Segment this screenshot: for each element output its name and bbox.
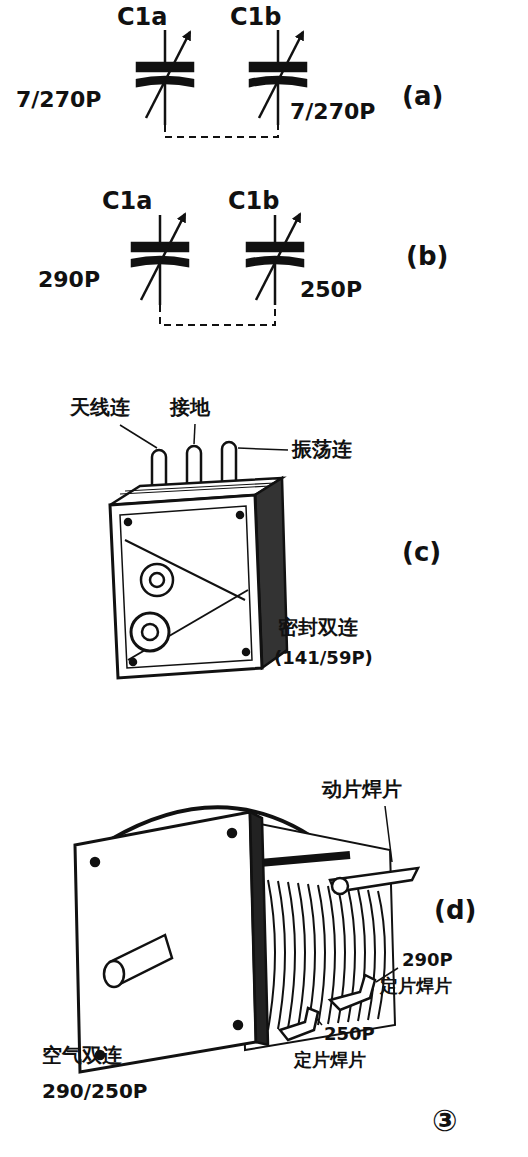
part-label: 振荡连 xyxy=(290,438,354,460)
plate-stroke xyxy=(288,882,295,1028)
plate-stroke xyxy=(298,883,305,1027)
part-label: 接地 xyxy=(168,396,212,418)
plate-stroke xyxy=(278,881,285,1029)
part-label: (d) xyxy=(432,896,478,925)
gang-link xyxy=(165,125,278,137)
part-label: 定片焊片 xyxy=(292,1050,368,1070)
variable-capacitor-symbol xyxy=(132,214,188,305)
part-label: 7/270P xyxy=(288,100,377,124)
variable-capacitor-symbol xyxy=(247,214,303,305)
plate-stroke xyxy=(268,880,275,1030)
part-label: (141/59P) xyxy=(272,648,375,668)
part-label: 定片焊片 xyxy=(378,976,454,996)
gang-link xyxy=(160,305,275,325)
part-label: C1a xyxy=(115,4,170,30)
leader-line xyxy=(238,448,288,450)
part-label: (b) xyxy=(404,242,450,271)
plate-stroke xyxy=(308,884,315,1026)
part-label: C1b xyxy=(228,4,284,30)
part-label: C1a xyxy=(100,188,155,214)
plate-stroke xyxy=(368,890,375,1020)
sealed-capacitor xyxy=(110,442,287,678)
part-label: 290P xyxy=(400,950,455,970)
leader-line xyxy=(316,1018,322,1025)
variable-capacitor-symbol xyxy=(137,30,193,125)
leader-line xyxy=(385,806,392,862)
air-capacitor xyxy=(75,807,418,1072)
part-label: (c) xyxy=(400,538,443,567)
leader-line xyxy=(120,425,157,448)
part-label: ③ xyxy=(430,1104,459,1137)
part-label: C1b xyxy=(226,188,282,214)
part-label: (a) xyxy=(400,82,445,111)
plate-stroke xyxy=(318,885,325,1025)
part-label: 空气双连 xyxy=(40,1044,124,1066)
part-label: 250P xyxy=(298,278,364,302)
plate-stroke xyxy=(378,891,385,1019)
part-label: 7/270P xyxy=(14,88,103,112)
part-label: 290/250P xyxy=(40,1080,149,1102)
leader-line xyxy=(194,424,195,444)
part-label: 250P xyxy=(322,1024,377,1044)
part-label: 动片焊片 xyxy=(320,778,404,800)
part-label: 290P xyxy=(36,268,102,292)
part-label: 密封双连 xyxy=(276,616,360,638)
part-label: 天线连 xyxy=(68,396,132,418)
